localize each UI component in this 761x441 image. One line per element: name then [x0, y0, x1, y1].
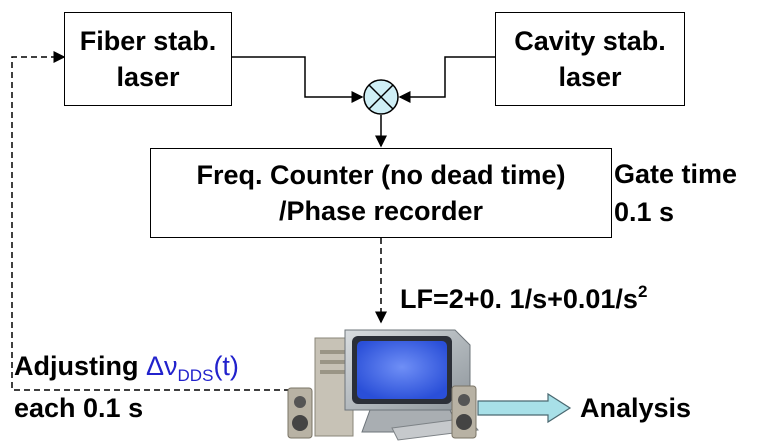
cavity-laser-line1: Cavity stab. [514, 26, 666, 56]
adjusting-text: Adjusting [14, 351, 146, 381]
gate-time-value: 0.1 s [614, 196, 674, 228]
cavity-laser-box: Cavity stab. laser [495, 12, 685, 106]
lf-formula: LF=2+0. 1/s+0.01/s2 [400, 283, 647, 315]
arrow-right-icon [477, 392, 572, 424]
fiber-laser-line2: laser [116, 62, 180, 92]
dds-subscript: DDS [177, 366, 214, 385]
mixer-icon [363, 79, 399, 115]
computer-icon [287, 329, 479, 441]
counter-box: Freq. Counter (no dead time) /Phase reco… [150, 148, 612, 238]
fiber-laser-box: Fiber stab. laser [64, 12, 232, 106]
cavity-to-mixer-wire [398, 56, 495, 103]
feedback-loop-wire [11, 51, 300, 391]
fiber-laser-line1: Fiber stab. [79, 26, 217, 56]
time-argument: (t) [213, 351, 239, 381]
counter-line2: /Phase recorder [278, 196, 484, 226]
lf-superscript: 2 [637, 282, 648, 301]
gate-time-line1: Gate time [614, 159, 738, 189]
adjusting-label: Adjusting ΔνDDS(t) [14, 350, 239, 385]
cavity-laser-line2: laser [558, 62, 622, 92]
fiber-to-mixer-wire [232, 56, 364, 103]
counter-line1: Freq. Counter (no dead time) [196, 160, 566, 190]
each-text: each 0.1 s [14, 393, 144, 423]
delta-nu-symbol: Δν [145, 351, 178, 381]
analysis-text: Analysis [580, 393, 692, 423]
gate-time-line2: 0.1 s [614, 197, 675, 227]
lf-text: LF=2+0. 1/s+0.01/s [400, 284, 638, 314]
gate-time-label: Gate time [614, 158, 737, 190]
analysis-label: Analysis [580, 392, 691, 424]
each-label: each 0.1 s [14, 392, 143, 424]
